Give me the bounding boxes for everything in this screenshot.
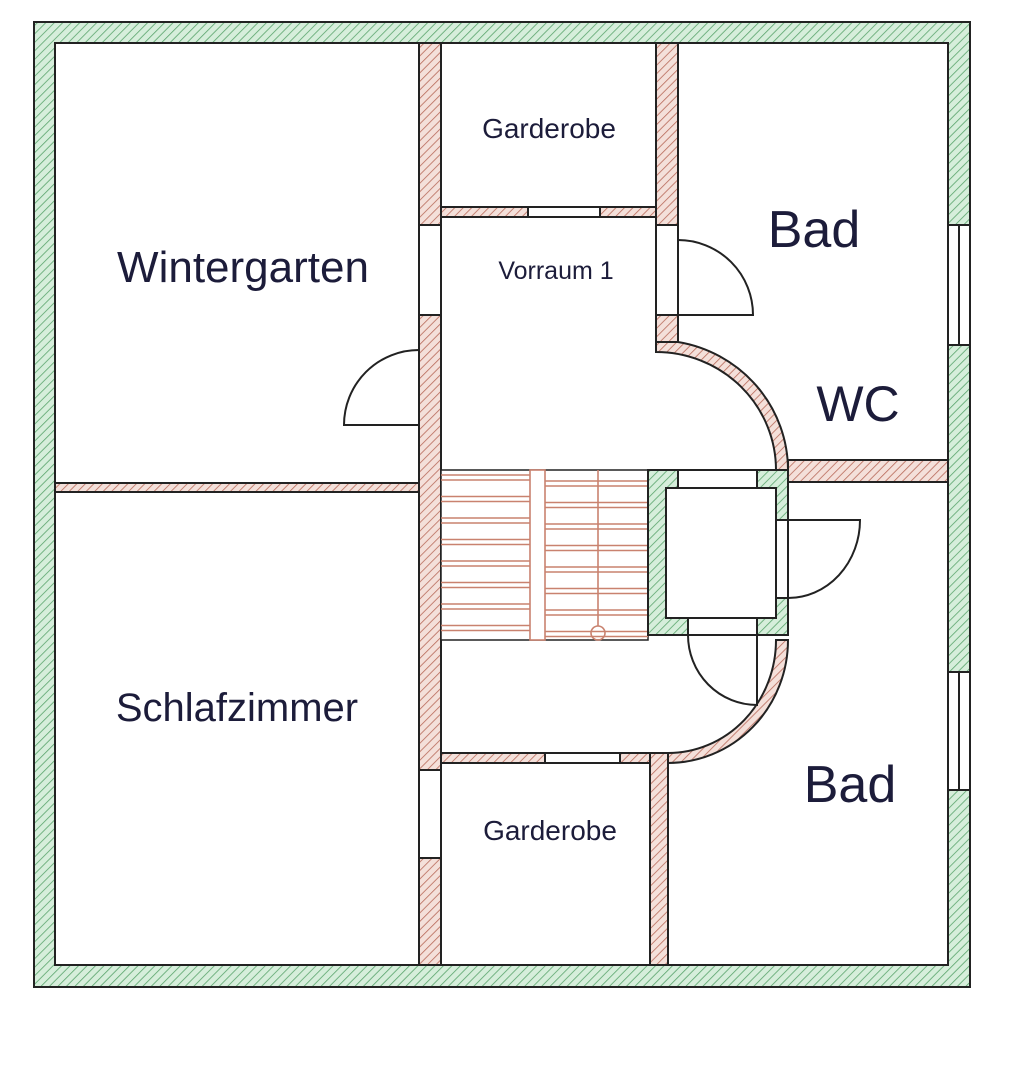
room-label-bad-top: Bad	[768, 201, 861, 259]
room-label-wintergarten: Wintergarten	[117, 243, 369, 292]
door-elevator-side[interactable]	[787, 519, 862, 599]
door-wintergarten[interactable]	[342, 349, 420, 426]
stair-start-marker	[590, 625, 606, 641]
room-label-wc: WC	[816, 376, 899, 432]
stair-railing	[529, 469, 546, 641]
door-elevator-bottom[interactable]	[687, 634, 758, 707]
elevator-shaft	[647, 469, 789, 636]
room-label-schlafzimmer: Schlafzimmer	[116, 686, 358, 730]
outer-wall	[33, 21, 971, 988]
staircase[interactable]	[440, 469, 649, 641]
door-bad-top[interactable]	[677, 239, 755, 316]
room-label-bad-bottom: Bad	[804, 756, 897, 814]
room-label-garderobe-top: Garderobe	[482, 113, 616, 144]
room-label-vorraum: Vorraum 1	[498, 257, 613, 285]
room-label-garderobe-bottom: Garderobe	[483, 815, 617, 846]
